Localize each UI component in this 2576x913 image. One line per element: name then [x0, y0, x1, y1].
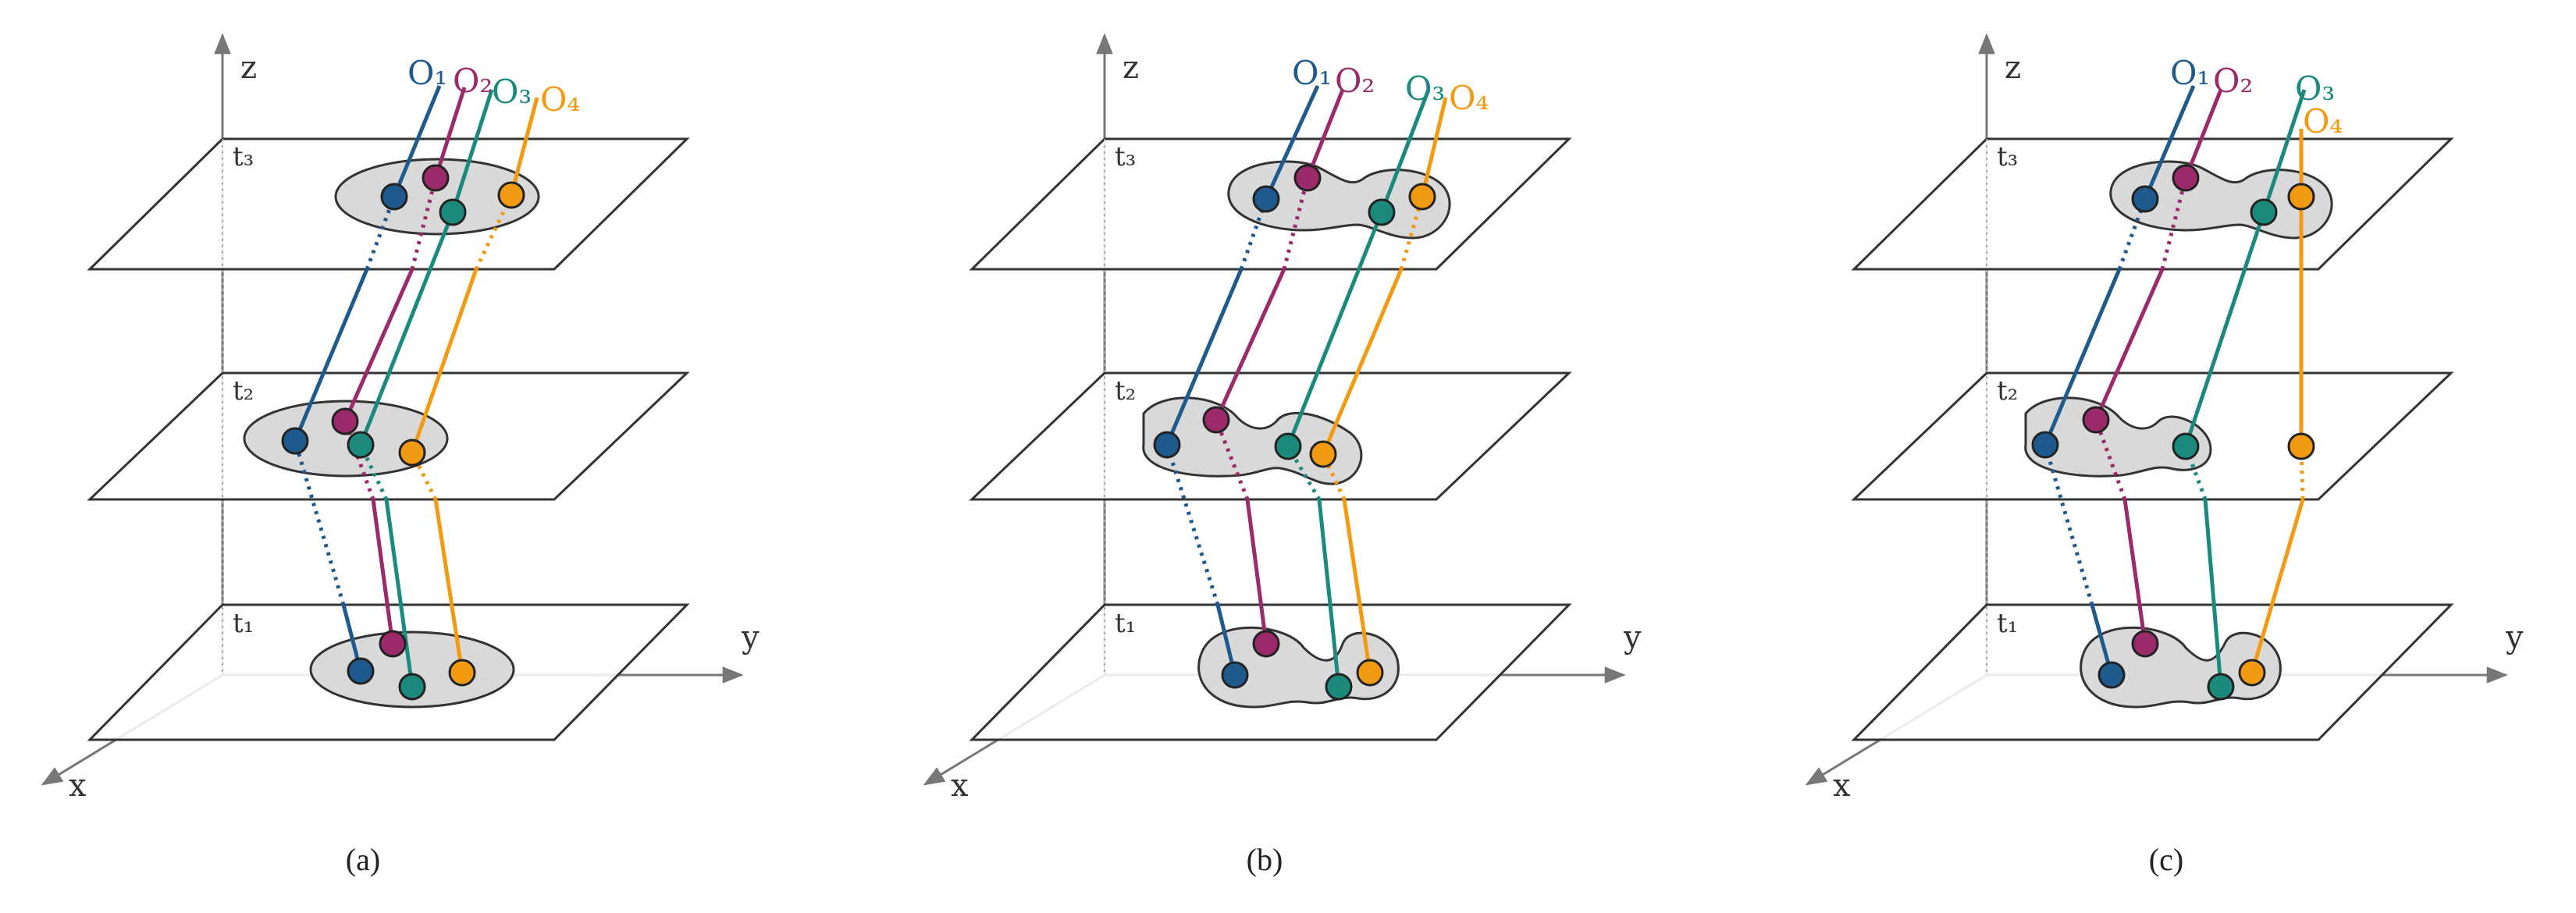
trajectory-o2 [1214, 89, 1345, 645]
panel-a: z y x t₁ t₂ t₃ [41, 33, 760, 877]
panel-caption: (b) [1247, 842, 1283, 877]
cluster-t1 [309, 631, 515, 709]
time-label-t3: t₃ [233, 141, 254, 172]
points-b [1153, 164, 1436, 701]
trajectory-o3 [2183, 89, 2307, 687]
y-axis-label: y [2505, 620, 2524, 655]
object-label-o2: O₂ [2213, 62, 2253, 100]
x-axis-label: x [1833, 768, 1851, 804]
time-label-t2: t₂ [1115, 375, 1136, 407]
trajectory-o2 [343, 87, 467, 645]
time-label-t1: t₁ [1997, 608, 2018, 639]
cluster-t2 [243, 400, 449, 478]
time-label-t3: t₃ [1115, 141, 1136, 172]
panel-b: z y x t₁ t₂ t₃ [923, 33, 1642, 877]
points-c [2031, 164, 2315, 701]
object-label-o4: O₄ [540, 80, 580, 119]
trajectory-o3 [1286, 89, 1431, 687]
y-axis-label: y [741, 620, 760, 655]
x-axis-label: x [69, 768, 87, 804]
cluster-t3 [334, 158, 540, 236]
object-label-o1: O₁ [407, 54, 447, 92]
panel-c: z y x t₁ t₂ t₃ [1805, 33, 2524, 877]
time-label-t2: t₂ [233, 375, 254, 407]
time-label-t3: t₃ [1997, 141, 2018, 172]
time-label-t2: t₂ [1997, 375, 2018, 407]
panel-caption: (a) [346, 842, 380, 877]
object-label-o4: O₄ [2303, 102, 2343, 140]
time-label-t1: t₁ [1115, 608, 1136, 639]
object-label-o3: O₃ [1405, 69, 1445, 108]
time-label-t1: t₁ [233, 608, 254, 639]
object-label-o3: O₃ [492, 73, 532, 111]
trajectory-o2 [2094, 89, 2223, 645]
z-axis-label: z [240, 50, 257, 86]
z-axis-label: z [1123, 50, 1139, 86]
points-a [281, 164, 525, 701]
object-label-o3: O₃ [2295, 69, 2335, 108]
trajectory-o3 [358, 89, 494, 687]
object-label-o1: O₁ [2170, 54, 2210, 92]
cluster-t2 [2024, 396, 2212, 478]
cluster-t3 [2109, 160, 2333, 240]
object-label-o2: O₂ [1335, 62, 1375, 100]
z-axis-label: z [2005, 50, 2021, 86]
panel-caption: (c) [2149, 842, 2183, 877]
object-label-o2: O₂ [453, 62, 493, 100]
object-label-o1: O₁ [1292, 54, 1332, 92]
cluster-t2 [1142, 396, 1363, 485]
object-label-o4: O₄ [1449, 79, 1489, 117]
x-axis-label: x [951, 768, 969, 804]
y-axis-label: y [1623, 620, 1642, 655]
